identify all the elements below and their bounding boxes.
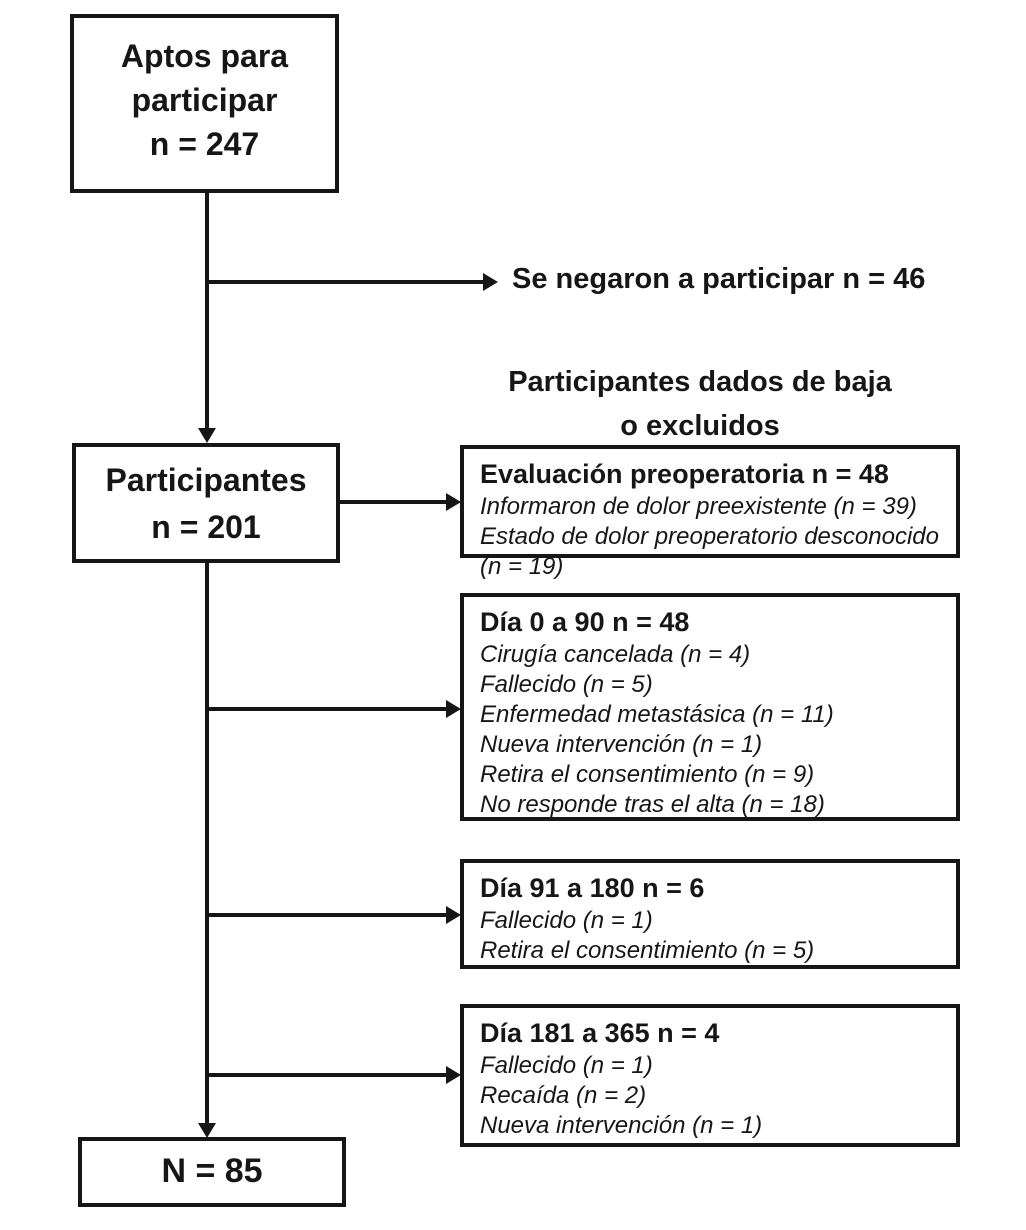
final-count-box: N = 85 [78, 1137, 346, 1207]
exclusion-box-title: Evaluación preoperatoria n = 48 [480, 459, 889, 489]
exclusion-item: Cirugía cancelada (n = 4) [480, 641, 751, 668]
connector-refused [205, 280, 484, 284]
exclusion-item: Enfermedad metastásica (n = 11) [480, 701, 834, 728]
exclusion-item: Fallecido (n = 1) [480, 1052, 653, 1079]
arrowhead-down-icon [198, 1123, 216, 1138]
eligible-box-title: Aptos para participar [120, 38, 289, 118]
exclusion-item: Retira el consentimiento (n = 9) [480, 761, 815, 788]
connector-participants-to-final [205, 562, 209, 1124]
dropout-heading-line1: Participantes dados de baja [508, 366, 892, 398]
exclusion-item: Informaron de dolor preexistente (n = 39… [480, 493, 917, 520]
connector-to-day181-box [205, 1073, 447, 1077]
connector-to-day91-box [205, 913, 447, 917]
dropout-heading-line2: o excluidos [620, 410, 780, 442]
eligible-box: Aptos para participar n = 247 [70, 14, 339, 193]
arrowhead-right-icon [446, 1066, 461, 1084]
final-count: N = 85 [161, 1152, 263, 1190]
exclusion-box-title: Día 181 a 365 n = 4 [480, 1018, 720, 1048]
eligible-box-count: n = 247 [149, 126, 260, 162]
exclusion-box-preop: Evaluación preoperatoria n = 48 Informar… [460, 445, 960, 580]
exclusion-box-day91-180: Día 91 a 180 n = 6 Fallecido (n = 1) Ret… [460, 859, 960, 969]
arrowhead-right-icon [446, 906, 461, 924]
connector-to-day0-box [205, 707, 447, 711]
exclusion-item: Estado de dolor preoperatorio desconocid… [480, 523, 939, 580]
exclusion-item: Nueva intervención (n = 1) [480, 1112, 763, 1139]
exclusion-box-day181-365: Día 181 a 365 n = 4 Fallecido (n = 1) Re… [460, 1004, 960, 1147]
arrowhead-down-icon [198, 428, 216, 443]
participants-box-title: Participantes [105, 462, 307, 498]
arrowhead-right-icon [446, 700, 461, 718]
arrowhead-right-icon [483, 273, 498, 291]
participants-box: Participantes n = 201 [72, 443, 340, 563]
dropout-heading: Participantes dados de baja o excluidos [450, 360, 950, 448]
participants-box-count: n = 201 [151, 509, 261, 545]
exclusion-item: Nueva intervención (n = 1) [480, 731, 763, 758]
connector-to-preop-box [338, 500, 448, 504]
exclusion-box-day0-90: Día 0 a 90 n = 48 Cirugía cancelada (n =… [460, 593, 960, 821]
arrowhead-right-icon [446, 493, 461, 511]
exclusion-box-title: Día 0 a 90 n = 48 [480, 607, 690, 637]
refused-label: Se negaron a participar n = 46 [512, 263, 926, 295]
exclusion-box-title: Día 91 a 180 n = 6 [480, 873, 705, 903]
exclusion-item: Fallecido (n = 5) [480, 671, 653, 698]
exclusion-item: No responde tras el alta (n = 18) [480, 791, 825, 818]
connector-eligible-to-participants [205, 192, 209, 429]
exclusion-item: Fallecido (n = 1) [480, 907, 653, 934]
exclusion-item: Retira el consentimiento (n = 5) [480, 937, 815, 964]
exclusion-item: Recaída (n = 2) [480, 1082, 647, 1109]
